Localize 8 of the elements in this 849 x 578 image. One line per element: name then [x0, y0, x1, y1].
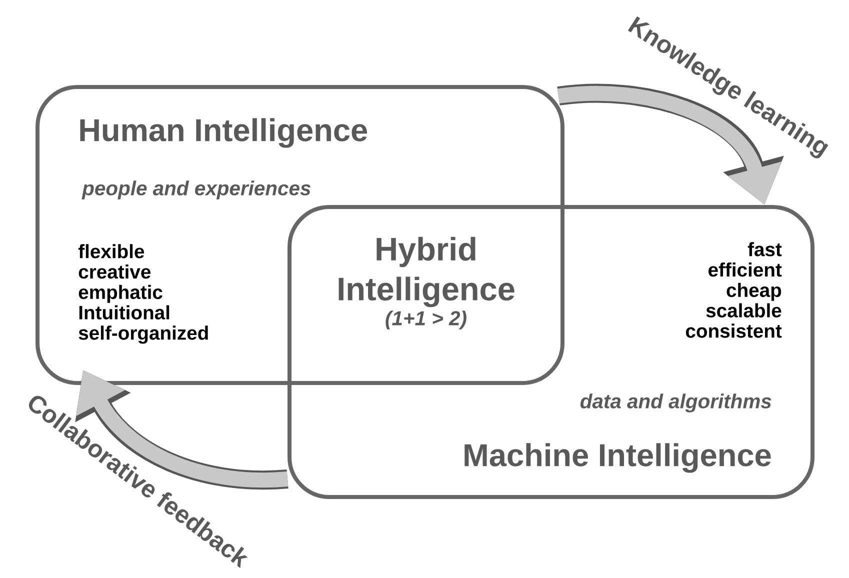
subtitle: data and algorithms [580, 394, 772, 412]
subtitle: people and experiences [82, 180, 311, 200]
trait-list: fast efficient cheap scalable consistent [686, 242, 782, 338]
trait-list: flexible creative emphatic Intuitional self-organized [78, 244, 208, 344]
box-heading: Machine Intelligence [464, 443, 771, 473]
formula-text: (1+1 > 2) [386, 310, 466, 330]
box-heading: Human Intelligence [80, 118, 368, 148]
overlap-heading: Hybrid Intelligence [338, 236, 514, 308]
